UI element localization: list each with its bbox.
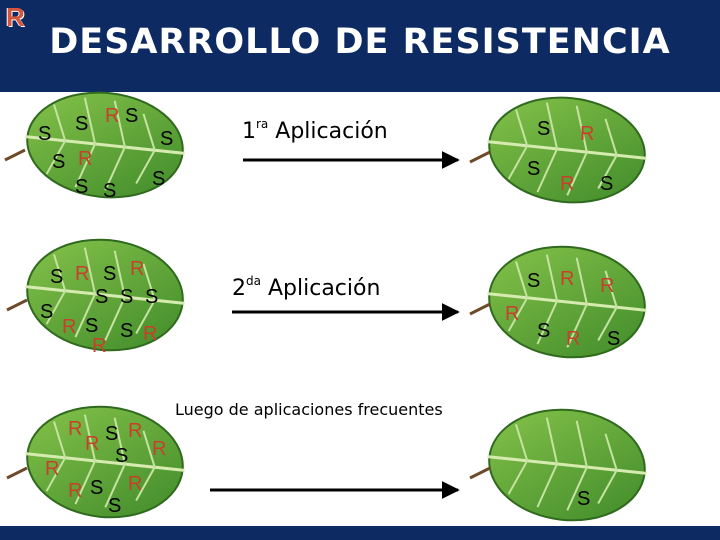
leaf-letter: S [577, 488, 590, 510]
leaf-letter: S [105, 423, 118, 445]
leaf-letter: S [145, 286, 158, 308]
leaf-letter: S [125, 105, 138, 127]
leaf-letter: S [160, 128, 173, 150]
leaf-letter: S [108, 495, 121, 517]
leaf-letter: S [152, 168, 165, 190]
leaf-row3-before [6, 405, 185, 519]
leaf-row1-before [4, 91, 185, 199]
frequent-applications-label: Luego de aplicaciones frecuentes [175, 400, 443, 419]
leaf-row2-before [6, 238, 185, 352]
leaf-letter: R [68, 480, 82, 502]
leaf-letter: S [527, 270, 540, 292]
leaf-row3-after [469, 408, 647, 522]
leaf-letter: R [85, 433, 99, 455]
leaf-letter: S [103, 180, 116, 202]
row1-before-letters: S S R S S S R S S S [38, 105, 173, 202]
leaf-letter: S [120, 286, 133, 308]
row1-after-letters: S R S R S [527, 118, 613, 195]
leaf-letter: R [45, 458, 59, 480]
leaf-letter: R [92, 335, 106, 357]
footer-bar [0, 526, 720, 540]
leaf-letter: R [128, 473, 142, 495]
leaf-letter: S [75, 176, 88, 198]
leaf-letter: S [103, 263, 116, 285]
page-title: DESARROLLO DE RESISTENCIA [49, 22, 671, 62]
leaf-letter: R [75, 263, 89, 285]
leaf-letter: S [607, 328, 620, 350]
logo: R [6, 2, 25, 32]
leaf-letter: R [566, 328, 580, 350]
leaf-row1-after [469, 96, 647, 204]
leaf-letter: R [560, 173, 574, 195]
leaf-letter: S [95, 286, 108, 308]
leaf-letter: R [152, 438, 166, 460]
leaf-letter: R [505, 303, 519, 325]
leaf-letter: S [527, 158, 540, 180]
leaf-letter: S [120, 320, 133, 342]
row3-after-letters: S [577, 488, 590, 510]
second-application-label: 2da Aplicación [232, 274, 380, 301]
leaf-letter: S [75, 113, 88, 135]
leaf-letter: R [105, 105, 119, 127]
leaf-letter: R [560, 268, 574, 290]
leaf-letter: S [50, 266, 63, 288]
leaf-letter: S [115, 445, 128, 467]
leaf-letter: S [40, 301, 53, 323]
leaf-letter: S [52, 151, 65, 173]
leaf-letter: S [90, 477, 103, 499]
leaf-letter: S [600, 173, 613, 195]
leaf-letter: S [38, 123, 51, 145]
leaf-letter: R [128, 420, 142, 442]
leaf-letter: R [78, 148, 92, 170]
leaf-letter: R [143, 323, 157, 345]
leaf-letter: R [68, 418, 82, 440]
first-application-label: 1ra Aplicación [242, 117, 388, 144]
row3-before-letters: R R S R R S R R S R S [45, 418, 166, 517]
row2-after-letters: S R R R S R S [505, 268, 620, 350]
leaf-row2-after [469, 245, 647, 359]
header-bar [0, 0, 720, 92]
leaf-letter: R [580, 123, 594, 145]
row2-before-letters: S R S R S S S S R S S R R [40, 258, 158, 357]
leaf-letter: S [537, 320, 550, 342]
leaf-letter: R [130, 258, 144, 280]
leaf-letter: S [537, 118, 550, 140]
leaf-letter: R [62, 316, 76, 338]
leaf-letter: R [600, 275, 614, 297]
leaf-letter: S [85, 315, 98, 337]
